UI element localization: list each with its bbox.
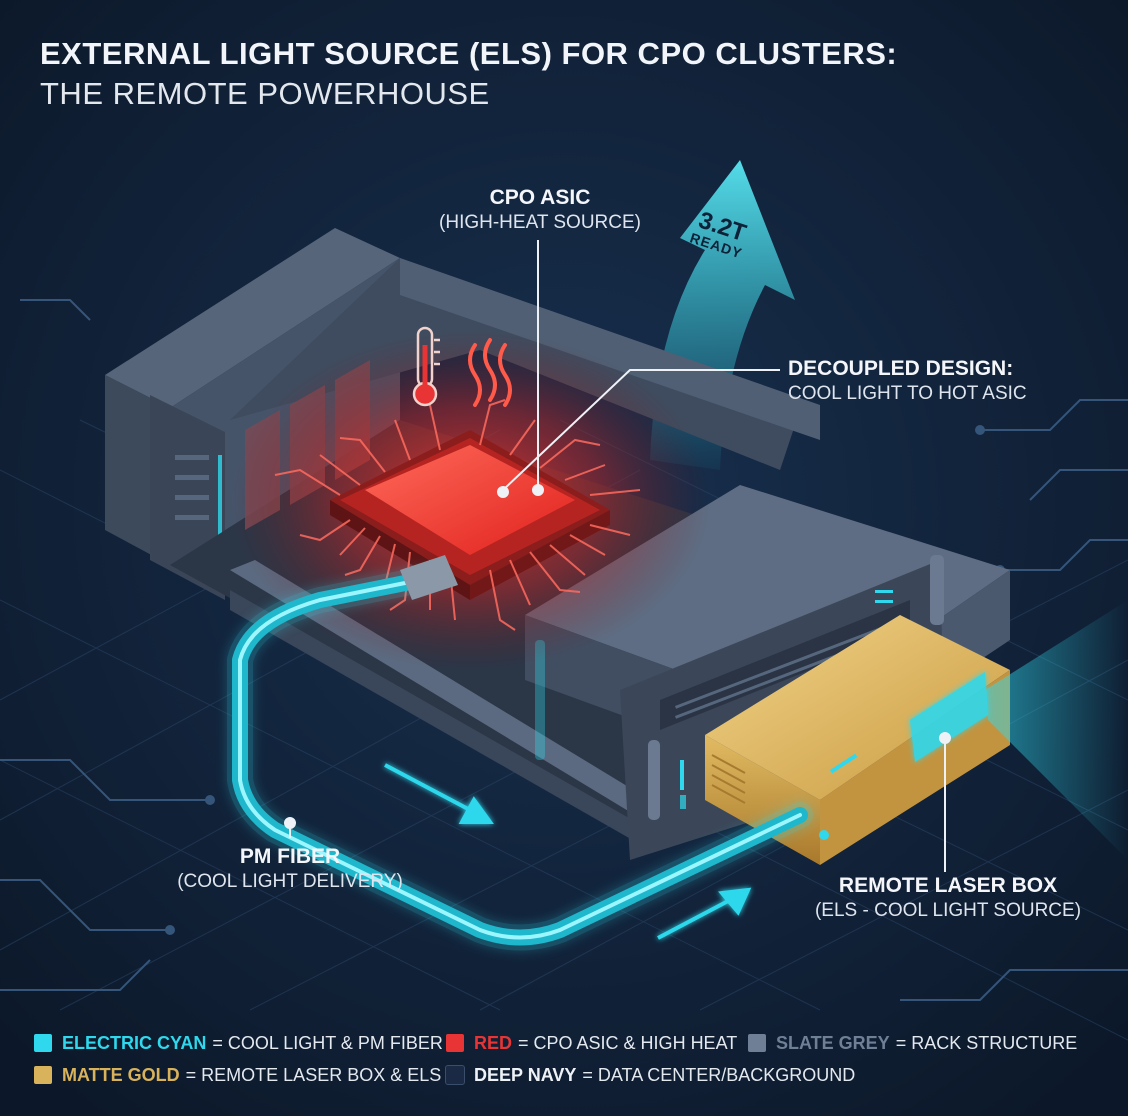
legend-name: RED — [474, 1032, 513, 1053]
legend-name: ELECTRIC CYAN — [62, 1032, 207, 1053]
callout-laser-box-head: REMOTE LASER BOX — [838, 874, 1058, 897]
legend-item-slate: SLATE GREY = RACK STRUCTURE — [748, 1031, 1077, 1055]
callout-decoupled-sub: COOL LIGHT TO HOT ASIC — [788, 383, 1027, 404]
pm-fiber — [227, 567, 813, 951]
callout-cpo-asic-sub: (HIGH-HEAT SOURCE) — [439, 212, 641, 233]
legend-desc: = DATA CENTER/BACKGROUND — [582, 1064, 856, 1085]
legend-desc: = RACK STRUCTURE — [895, 1032, 1078, 1053]
callout-cpo-asic: CPO ASIC (HIGH-HEAT SOURCE) — [420, 186, 660, 234]
callout-pm-fiber-head: PM FIBER — [239, 845, 341, 868]
callout-laser-box: REMOTE LASER BOX (ELS - COOL LIGHT SOURC… — [808, 874, 1088, 922]
callout-laser-box-sub: (ELS - COOL LIGHT SOURCE) — [814, 900, 1082, 921]
callout-decoupled-head: DECOUPLED DESIGN: — [788, 357, 1014, 380]
legend-item-navy: DEEP NAVY = DATA CENTER/BACKGROUND — [445, 1063, 856, 1087]
callout-pm-fiber-sub: (COOL LIGHT DELIVERY) — [177, 871, 403, 892]
color-legend: ELECTRIC CYAN = COOL LIGHT & PM FIBER RE… — [34, 1031, 1114, 1101]
legend-name: DEEP NAVY — [474, 1064, 577, 1085]
fiber-connector — [400, 555, 458, 600]
callout-cpo-asic-head: CPO ASIC — [489, 186, 591, 209]
legend-item-cyan: ELECTRIC CYAN = COOL LIGHT & PM FIBER — [34, 1031, 443, 1055]
callout-pm-fiber: PM FIBER (COOL LIGHT DELIVERY) — [160, 845, 420, 893]
legend-swatch — [445, 1065, 465, 1085]
heat-waves-icon — [468, 338, 512, 407]
callout-decoupled: DECOUPLED DESIGN: COOL LIGHT TO HOT ASIC — [788, 357, 1108, 405]
legend-swatch — [748, 1034, 766, 1052]
legend-name: MATTE GOLD — [62, 1064, 180, 1085]
legend-swatch — [446, 1034, 464, 1052]
light-beam — [985, 600, 1128, 860]
title-line-1: EXTERNAL LIGHT SOURCE (ELS) FOR CPO CLUS… — [40, 36, 898, 71]
title-line-2: THE REMOTE POWERHOUSE — [40, 76, 490, 111]
legend-swatch — [34, 1066, 52, 1084]
legend-desc: = CPO ASIC & HIGH HEAT — [518, 1032, 738, 1053]
legend-name: SLATE GREY — [776, 1032, 890, 1053]
legend-item-red: RED = CPO ASIC & HIGH HEAT — [446, 1031, 737, 1055]
leader-lines — [284, 240, 951, 872]
legend-desc: = COOL LIGHT & PM FIBER — [212, 1032, 443, 1053]
legend-swatch — [34, 1034, 52, 1052]
legend-item-gold: MATTE GOLD = REMOTE LASER BOX & ELS — [34, 1063, 441, 1087]
thermometer-icon — [412, 326, 440, 407]
legend-desc: = REMOTE LASER BOX & ELS — [185, 1064, 442, 1085]
flow-arrow-icon — [384, 763, 752, 940]
